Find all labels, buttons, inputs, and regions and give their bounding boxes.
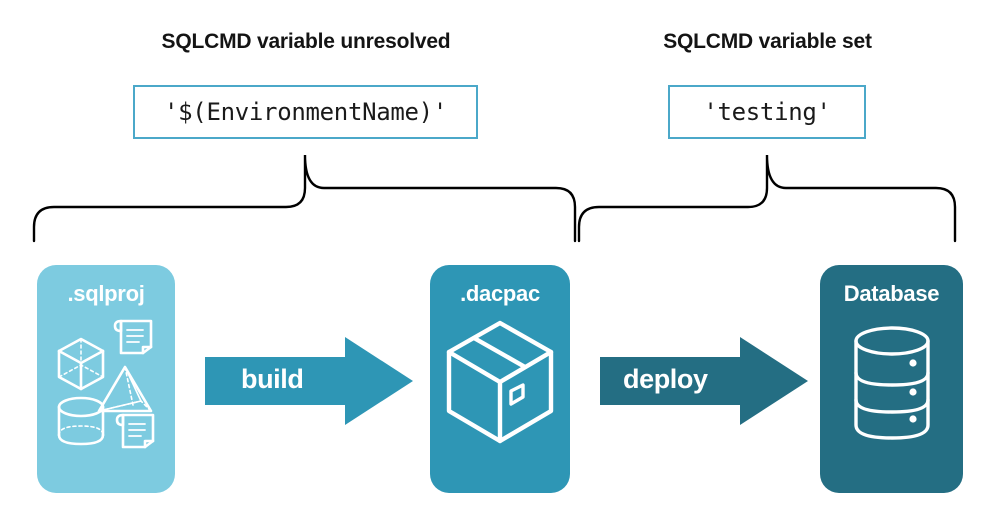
brace-right xyxy=(577,154,957,243)
package-box-icon xyxy=(446,320,554,444)
cylinder-icon xyxy=(57,396,105,446)
arrow-build[interactable] xyxy=(205,337,415,425)
node-sqlproj-label: .sqlproj xyxy=(67,281,145,306)
cube-icon xyxy=(57,337,105,391)
pyramid-icon xyxy=(97,365,153,413)
code-box-environment-name: '$(EnvironmentName)' xyxy=(133,85,478,139)
scroll-icon xyxy=(113,319,153,355)
code-box-testing: 'testing' xyxy=(668,85,866,139)
node-dacpac[interactable]: .dacpac xyxy=(430,265,570,493)
scroll-icon xyxy=(115,413,155,449)
brace-left xyxy=(32,154,577,243)
node-database-artwork xyxy=(820,315,963,450)
node-dacpac-artwork xyxy=(430,315,570,450)
header-sqlcmd-set: SQLCMD variable set xyxy=(663,30,872,53)
node-database-label: Database xyxy=(843,281,940,306)
database-cylinder-icon xyxy=(853,326,930,440)
header-sqlcmd-unresolved: SQLCMD variable unresolved xyxy=(161,30,451,53)
node-sqlproj[interactable]: .sqlproj xyxy=(37,265,175,493)
node-dacpac-label: .dacpac xyxy=(460,281,540,306)
node-database[interactable]: Database xyxy=(820,265,963,493)
node-sqlproj-artwork xyxy=(37,315,175,450)
arrow-deploy[interactable] xyxy=(600,337,810,425)
